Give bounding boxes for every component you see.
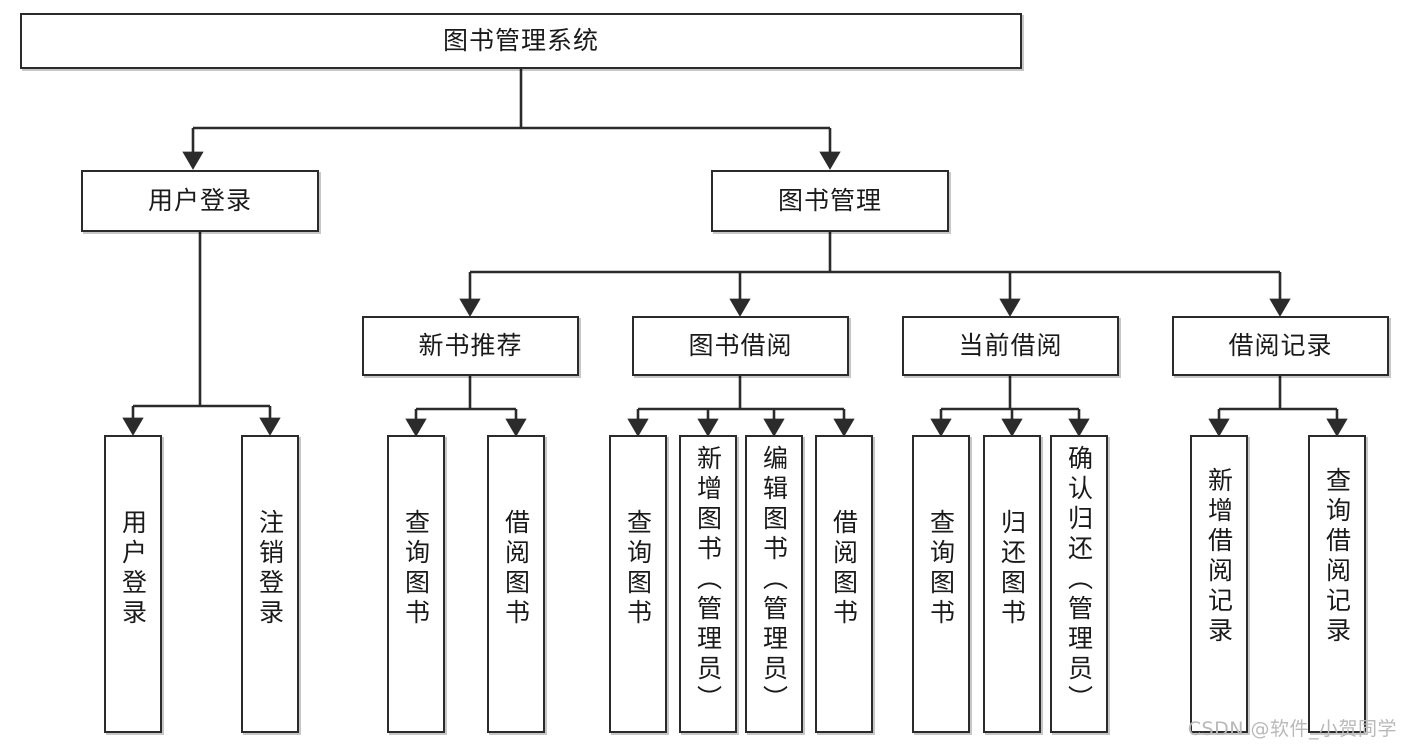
node-leaf-return-book[interactable]: 归还图书	[983, 435, 1041, 733]
node-new-book-rec-label: 新书推荐	[418, 331, 523, 361]
node-leaf-add-book[interactable]: 新增图书（管理员）	[679, 435, 737, 733]
node-leaf-add-book-label: 新增图书（管理员）	[693, 445, 723, 715]
node-user-login[interactable]: 用户登录	[81, 170, 319, 232]
node-book-manage[interactable]: 图书管理	[711, 170, 949, 232]
node-user-login-label: 用户登录	[147, 186, 252, 216]
node-leaf-query-record[interactable]: 查询借阅记录	[1308, 435, 1366, 733]
node-leaf-query-book-cur[interactable]: 查询图书	[912, 435, 970, 733]
node-current-borrow-label: 当前借阅	[958, 331, 1063, 361]
node-leaf-borrow-book-rec[interactable]: 借阅图书	[487, 435, 545, 733]
node-leaf-user-login-label: 用户登录	[118, 509, 148, 629]
csdn-watermark: CSDN @软件_小贺同学	[1187, 718, 1397, 740]
node-book-manage-label: 图书管理	[777, 186, 882, 216]
node-leaf-return-book-label: 归还图书	[997, 509, 1027, 629]
node-leaf-edit-book[interactable]: 编辑图书（管理员）	[745, 435, 803, 733]
node-leaf-user-login[interactable]: 用户登录	[104, 435, 162, 733]
node-leaf-logout[interactable]: 注销登录	[241, 435, 299, 733]
node-borrow-record[interactable]: 借阅记录	[1172, 316, 1389, 376]
node-borrow-record-label: 借阅记录	[1228, 331, 1333, 361]
node-root-label: 图书管理系统	[442, 26, 599, 56]
node-leaf-query-book-rec-label: 查询图书	[401, 509, 431, 629]
node-leaf-query-book-borrow[interactable]: 查询图书	[609, 435, 667, 733]
node-leaf-edit-book-label: 编辑图书（管理员）	[759, 445, 789, 715]
node-leaf-confirm-return[interactable]: 确认归还（管理员）	[1050, 435, 1108, 733]
node-leaf-query-book-rec[interactable]: 查询图书	[387, 435, 445, 733]
node-leaf-borrow-book-label: 借阅图书	[829, 509, 859, 629]
node-book-borrow[interactable]: 图书借阅	[632, 316, 849, 376]
node-leaf-borrow-book[interactable]: 借阅图书	[815, 435, 873, 733]
node-book-borrow-label: 图书借阅	[688, 331, 793, 361]
node-leaf-add-record[interactable]: 新增借阅记录	[1190, 435, 1248, 733]
node-root[interactable]: 图书管理系统	[20, 13, 1022, 69]
node-leaf-borrow-book-rec-label: 借阅图书	[501, 509, 531, 629]
node-leaf-query-record-label: 查询借阅记录	[1322, 467, 1352, 647]
node-leaf-add-record-label: 新增借阅记录	[1204, 467, 1234, 647]
node-new-book-rec[interactable]: 新书推荐	[362, 316, 579, 376]
node-leaf-query-book-cur-label: 查询图书	[926, 509, 956, 629]
node-leaf-logout-label: 注销登录	[255, 509, 285, 629]
node-leaf-query-book-borrow-label: 查询图书	[623, 509, 653, 629]
node-current-borrow[interactable]: 当前借阅	[902, 316, 1119, 376]
node-leaf-confirm-return-label: 确认归还（管理员）	[1064, 445, 1094, 715]
